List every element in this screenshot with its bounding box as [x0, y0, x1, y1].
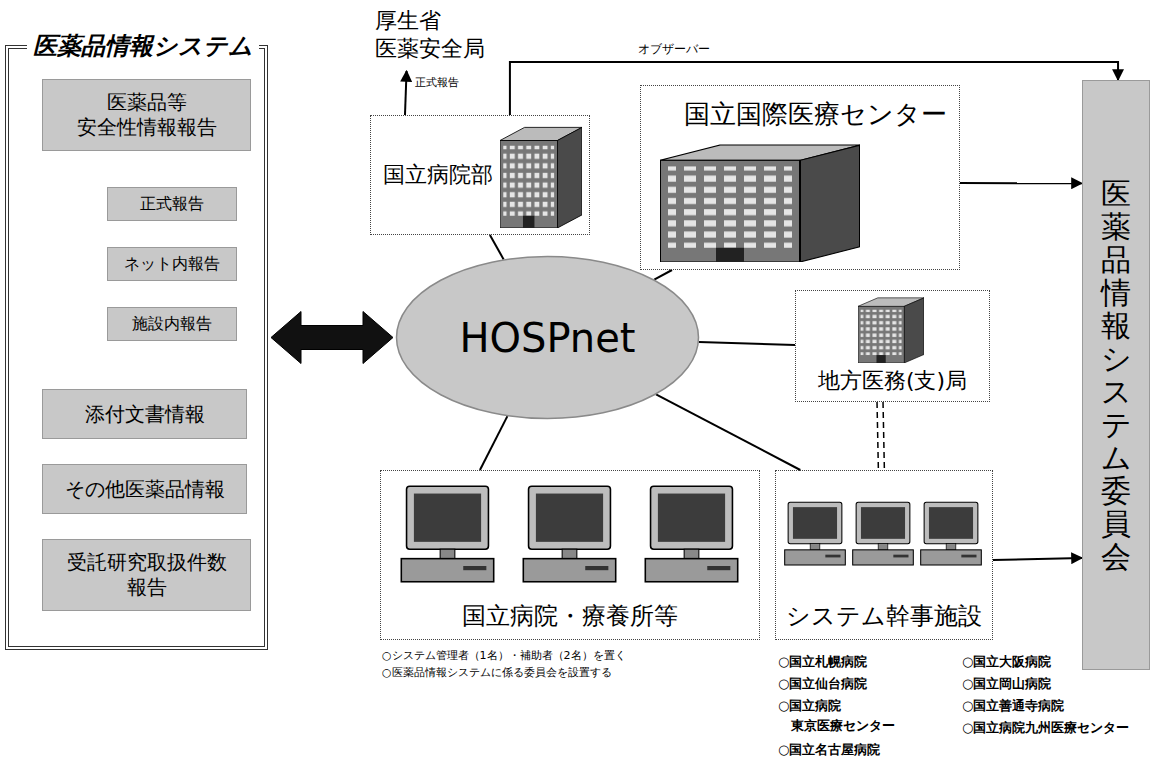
node-label: ネット内報告 — [124, 254, 220, 274]
connector — [480, 416, 507, 470]
org-box: 地方医務(支)局 — [795, 290, 990, 402]
org-box: 国立病院・療養所等 — [380, 470, 760, 640]
ministry-node: 厚生省 医薬安全局 — [372, 4, 500, 71]
org-box: 国立国際医療センター — [640, 85, 960, 270]
info-box: 医薬品等 安全性情報報告 — [42, 79, 251, 151]
network-ellipse: HOSPnet — [395, 255, 700, 420]
computer-icon — [645, 486, 737, 582]
report-box: ネット内報告 — [107, 247, 237, 281]
hospital-name: ○国立善通寺病院 — [962, 696, 1064, 716]
node-label: 医薬品情報システム委員会 — [1101, 177, 1131, 573]
building-icon — [660, 145, 860, 262]
node-label: 国立病院部 — [383, 161, 493, 189]
connector — [490, 235, 504, 259]
hospital-name: ○国立病院九州医療センター — [962, 718, 1129, 738]
report-box: 施設内報告 — [107, 307, 237, 341]
note-text: ○医薬品情報システムに係る委員会を設置する — [382, 663, 612, 683]
connector — [405, 71, 407, 115]
info-box: 添付文書情報 — [42, 389, 247, 439]
hospital-name: ○国立仙台病院 — [778, 674, 867, 694]
computer-icon — [401, 486, 493, 582]
org-box: 国立病院部 — [370, 115, 590, 235]
node-label: その他医薬品情報 — [65, 477, 225, 502]
info-box: 受託研究取扱件数 報告 — [42, 539, 251, 611]
node-label: 国立国際医療センター — [684, 98, 947, 131]
ellipse-shape — [397, 257, 699, 419]
connector — [656, 394, 800, 470]
connector — [699, 342, 795, 345]
report-box: 正式報告 — [107, 187, 237, 221]
info-box: その他医薬品情報 — [42, 464, 247, 514]
node-label: 施設内報告 — [132, 314, 212, 334]
edge-label: 正式報告 — [413, 76, 461, 90]
connector — [993, 558, 1082, 560]
hospital-name: ○国立岡山病院 — [962, 674, 1051, 694]
building-icon — [858, 298, 924, 363]
hospital-name: ○国立病院 東京医療センター — [778, 696, 941, 736]
connector — [960, 183, 1082, 184]
hospital-name: ○国立名古屋病院 — [778, 740, 880, 760]
computer-icon — [853, 502, 914, 565]
committee-band: 医薬品情報システム委員会 — [1082, 80, 1150, 670]
computer-icon — [785, 502, 846, 565]
connector — [877, 402, 884, 470]
computer-icon — [921, 502, 982, 565]
node-label: 正式報告 — [140, 194, 204, 214]
connector — [654, 270, 672, 280]
node-label: 医薬品等 安全性情報報告 — [47, 90, 246, 140]
double-arrow — [271, 312, 393, 364]
system-panel: 医薬品情報システム医薬品等 安全性情報報告正式報告ネット内報告施設内報告添付文書… — [5, 45, 268, 650]
node-label: 地方医務(支)局 — [818, 367, 967, 395]
node-label: 受託研究取扱件数 報告 — [47, 550, 246, 600]
panel-title: 医薬品情報システム — [27, 31, 259, 61]
node-label: 国立病院・療養所等 — [462, 601, 678, 631]
org-box: システム幹事施設 — [775, 470, 993, 640]
computer-icon — [523, 486, 615, 582]
hospital-name: ○国立札幌病院 — [778, 652, 867, 672]
node-label: 添付文書情報 — [85, 402, 205, 427]
node-label: システム幹事施設 — [786, 601, 982, 631]
node-label: 厚生省 医薬安全局 — [375, 7, 497, 62]
edge-label: オブザーバー — [636, 42, 712, 58]
node-label: HOSPnet — [459, 313, 635, 363]
hospital-name: ○国立大阪病院 — [962, 652, 1051, 672]
building-icon — [500, 127, 582, 228]
